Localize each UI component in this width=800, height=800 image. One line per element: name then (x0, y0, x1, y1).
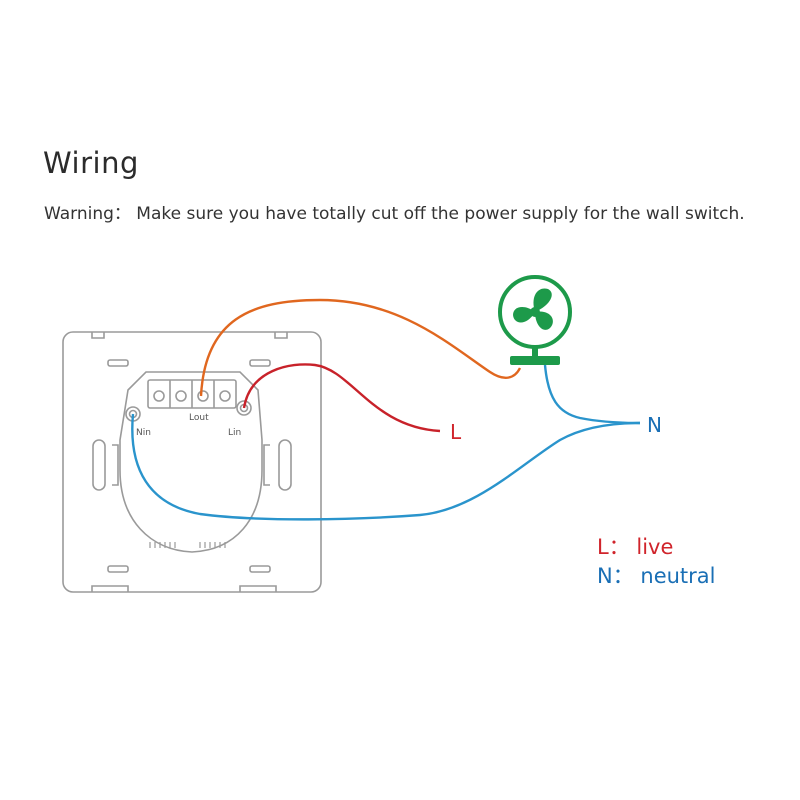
module-rib-left (112, 444, 119, 486)
legend-item-live: L： live (597, 535, 674, 559)
terminal-screw (197, 390, 209, 402)
switch-slot (107, 359, 129, 367)
load-wire (199, 298, 522, 397)
neutral-wire-fan (543, 364, 641, 425)
switch-module (119, 371, 263, 553)
switch-top-clip-left (91, 332, 105, 339)
switch-plate (62, 331, 322, 593)
switch-slot (249, 359, 271, 367)
lout-label: Lout (189, 413, 209, 423)
lin-label: Lin (228, 428, 241, 438)
module-vents (149, 542, 226, 548)
wire-legend: L： live N： neutral (597, 533, 716, 591)
live-wire (242, 363, 441, 433)
switch-slot (249, 565, 271, 573)
wall-switch (62, 331, 322, 593)
live-wire-label: L (450, 420, 462, 444)
terminal-screw (153, 390, 165, 402)
warning-text: Warning： Make sure you have totally cut … (44, 204, 745, 224)
switch-bottom-clip-left (91, 585, 129, 592)
legend-item-neutral: N： neutral (597, 564, 716, 588)
fan-icon (498, 275, 572, 365)
module-rib-right (263, 444, 270, 486)
terminal-screw (219, 390, 231, 402)
switch-bottom-clip-right (239, 585, 277, 592)
nin-label: Nin (136, 428, 151, 438)
page-title: Wiring (43, 146, 139, 180)
neutral-wire-label: N (647, 413, 662, 437)
switch-side-clamp-left (92, 439, 106, 491)
switch-top-clip-right (274, 332, 288, 339)
switch-slot (107, 565, 129, 573)
neutral-wire-switch (131, 413, 641, 521)
switch-side-clamp-right (278, 439, 292, 491)
terminal-screw (175, 390, 187, 402)
lin-terminal (236, 400, 252, 416)
